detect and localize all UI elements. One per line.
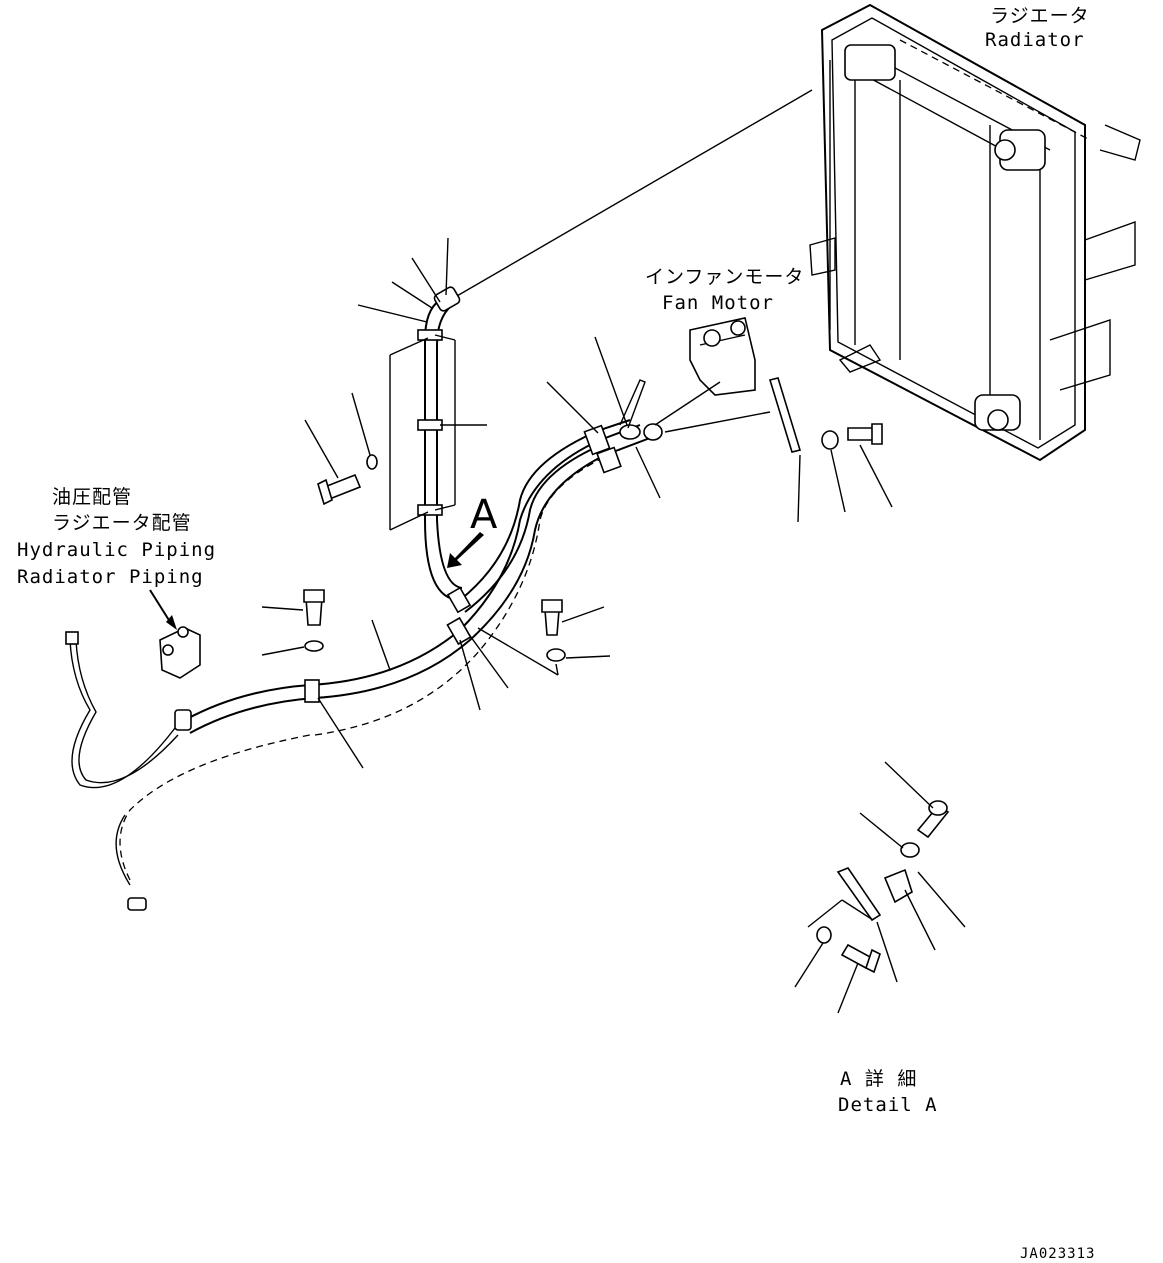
hydraulic-label-jp1: 油圧配管 bbox=[52, 486, 132, 508]
hydraulic-label-jp2: ラジエータ配管 bbox=[52, 512, 192, 534]
view-letter: A bbox=[470, 492, 498, 538]
detail-a: A 詳 細 Detail A bbox=[794, 761, 966, 1116]
hose-assembly bbox=[65, 286, 663, 911]
radiator-label-jp: ラジエータ bbox=[990, 5, 1090, 27]
view-arrow-a: A bbox=[447, 492, 498, 568]
radiator-assembly: ラジエータ Radiator bbox=[809, 3, 1141, 462]
hydraulic-block: 油圧配管 ラジエータ配管 Hydraulic Piping Radiator P… bbox=[17, 486, 216, 679]
drawing-code: JA023313 bbox=[1020, 1246, 1095, 1262]
radiator-label-en: Radiator bbox=[985, 29, 1085, 51]
detail-a-label-en: Detail A bbox=[838, 1094, 938, 1116]
radiator-leader bbox=[449, 89, 813, 301]
hydraulic-label-en1: Hydraulic Piping bbox=[17, 539, 216, 561]
fan-motor: インファンモータ Fan Motor bbox=[645, 266, 804, 453]
fan-motor-label-jp: インファンモータ bbox=[645, 266, 804, 288]
hydraulic-label-en2: Radiator Piping bbox=[17, 566, 204, 588]
detail-a-label-jp: A 詳 細 bbox=[840, 1068, 917, 1090]
fasteners bbox=[303, 423, 883, 662]
leader-lines bbox=[261, 237, 893, 769]
fan-motor-label-en: Fan Motor bbox=[662, 292, 774, 314]
